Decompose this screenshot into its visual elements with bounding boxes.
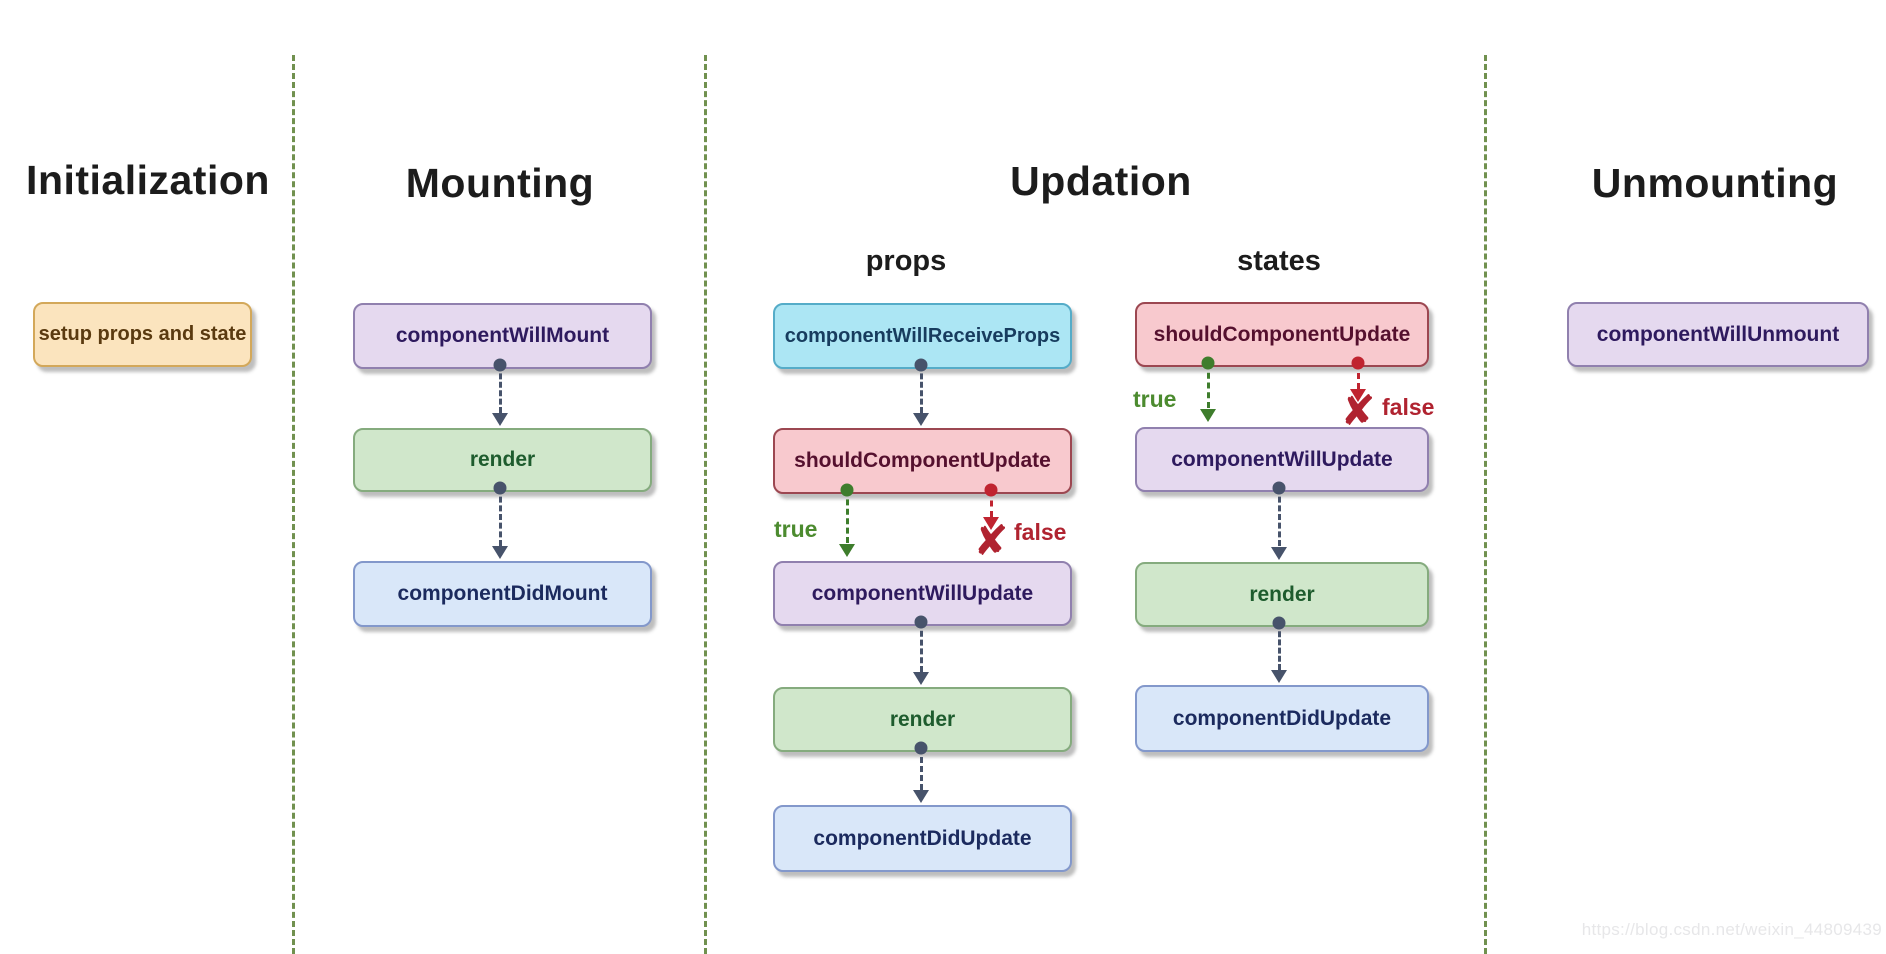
false-label: false <box>1014 519 1067 545</box>
arrow-down-icon <box>1271 670 1287 683</box>
arrow-down-icon <box>492 413 508 426</box>
arrow-down-icon <box>913 790 929 803</box>
node-states-should-component-update: shouldComponentUpdate <box>1135 302 1429 367</box>
connector-line <box>499 365 502 413</box>
section-title-mounting: Mounting <box>405 160 595 206</box>
arrow-down-icon <box>1271 547 1287 560</box>
true-arrow-down-icon <box>839 544 855 557</box>
node-component-will-receive-props: componentWillReceiveProps <box>773 303 1072 369</box>
true-branch-line <box>1207 363 1210 408</box>
watermark-url: https://blog.csdn.net/weixin_44809439 <box>1581 920 1882 939</box>
section-divider <box>704 55 707 954</box>
connector-line <box>920 365 923 413</box>
connector-line <box>920 622 923 672</box>
updation-column-label-states: states <box>1237 245 1321 277</box>
false-x-icon: ✘ <box>973 516 1009 565</box>
section-title-initialization: Initialization <box>26 157 270 203</box>
true-label: true <box>774 516 818 542</box>
arrow-down-icon <box>913 413 929 426</box>
node-states-component-will-update: componentWillUpdate <box>1135 427 1429 492</box>
node-component-did-mount: componentDidMount <box>353 561 652 627</box>
connector-line <box>920 748 923 790</box>
node-props-component-will-update: componentWillUpdate <box>773 561 1072 626</box>
true-branch-line <box>846 490 849 543</box>
false-branch-line <box>1357 363 1360 389</box>
connector-line <box>1278 623 1281 670</box>
false-branch-line <box>990 490 993 517</box>
false-label: false <box>1382 394 1435 420</box>
updation-column-label-props: props <box>865 245 947 277</box>
node-component-will-unmount: componentWillUnmount <box>1567 302 1869 367</box>
node-props-should-component-update: shouldComponentUpdate <box>773 428 1072 494</box>
section-divider <box>292 55 295 954</box>
node-props-component-did-update: componentDidUpdate <box>773 805 1072 872</box>
arrow-down-icon <box>492 546 508 559</box>
node-component-will-mount: componentWillMount <box>353 303 652 369</box>
false-x-icon: ✘ <box>1340 386 1376 435</box>
false-arrow-down-icon <box>983 517 999 530</box>
connector-line <box>1278 488 1281 546</box>
connector-line <box>499 488 502 546</box>
arrow-down-icon <box>913 672 929 685</box>
section-title-updation: Updation <box>1010 158 1192 204</box>
section-divider <box>1484 55 1487 954</box>
false-arrow-down-icon <box>1350 389 1366 402</box>
section-title-unmounting: Unmounting <box>1591 160 1839 206</box>
node-states-component-did-update: componentDidUpdate <box>1135 685 1429 752</box>
true-label: true <box>1133 386 1177 412</box>
true-arrow-down-icon <box>1200 409 1216 422</box>
node-props-render: render <box>773 687 1072 752</box>
node-setup-props-and-state: setup props and state <box>33 302 252 367</box>
